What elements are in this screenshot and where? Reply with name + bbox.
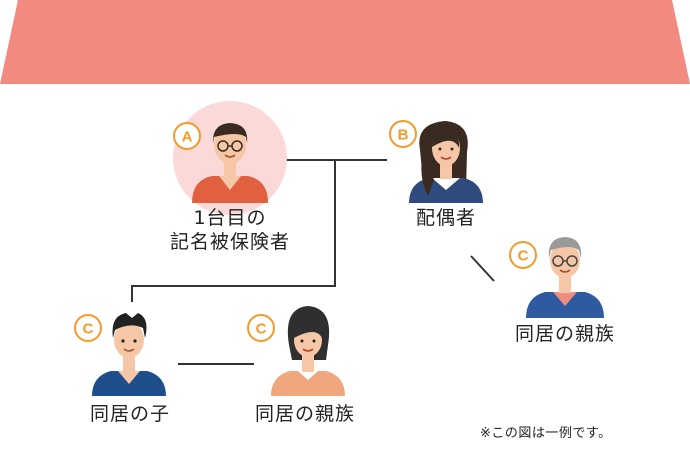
line-to-child (131, 160, 336, 302)
person-child-avatar (92, 313, 166, 396)
example-note: ※この図は一例です。 (480, 426, 612, 441)
badge-c-child: C (74, 314, 102, 342)
badges: A B C C C (74, 120, 537, 342)
label-named-insured: 1台目の 記名被保険者 (150, 206, 310, 254)
person-b-avatar (409, 121, 483, 203)
relationship-lines (131, 159, 495, 365)
badge-c-child-text: C (83, 321, 94, 338)
label-named-insured-line1: 1台目の (193, 207, 267, 229)
person-relative-avatar (271, 306, 345, 396)
badge-c-relative: C (247, 314, 275, 342)
badge-c-relative-text: C (256, 321, 267, 338)
person-elder-avatar (526, 237, 604, 318)
badge-c-elder: C (509, 241, 537, 269)
line-b-to-elder (470, 255, 495, 282)
label-woman-relative: 同居の親族 (254, 403, 355, 425)
badge-a: A (173, 122, 201, 150)
badge-a-text: A (182, 129, 193, 146)
badge-c-elder-text: C (518, 248, 529, 265)
person-a-avatar (173, 101, 287, 215)
label-elder-relative: 同居の親族 (514, 323, 615, 345)
label-spouse: 配偶者 (415, 207, 476, 229)
badge-b-text: B (398, 127, 409, 144)
label-named-insured-line2: 記名被保険者 (169, 231, 290, 253)
badge-b: B (389, 120, 417, 148)
label-child: 同居の子 (89, 403, 170, 425)
house-roof (0, 0, 690, 84)
